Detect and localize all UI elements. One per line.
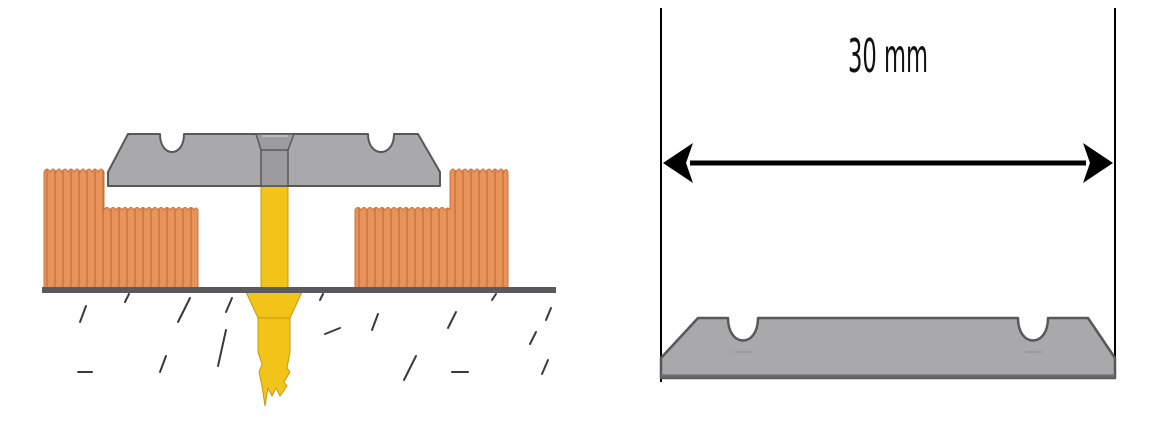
plate-dimension-drawing: 30 mm (659, 8, 1117, 382)
dimension-arrow (663, 143, 1113, 183)
insulation-block-right (354, 168, 509, 291)
screw-head-recess (254, 133, 296, 187)
screw-shaft (260, 184, 289, 291)
screw (245, 184, 303, 407)
arrowhead-left (663, 143, 693, 183)
installation-cross-section (42, 133, 556, 407)
insulation-block-left (43, 168, 199, 291)
support-plate-profile (659, 316, 1117, 380)
dimension-label: 30 mm (848, 29, 928, 83)
ground-hatching (77, 293, 552, 381)
arrowhead-right (1083, 143, 1113, 183)
support-plate-section (107, 133, 441, 187)
screw-shank-below (245, 291, 303, 407)
